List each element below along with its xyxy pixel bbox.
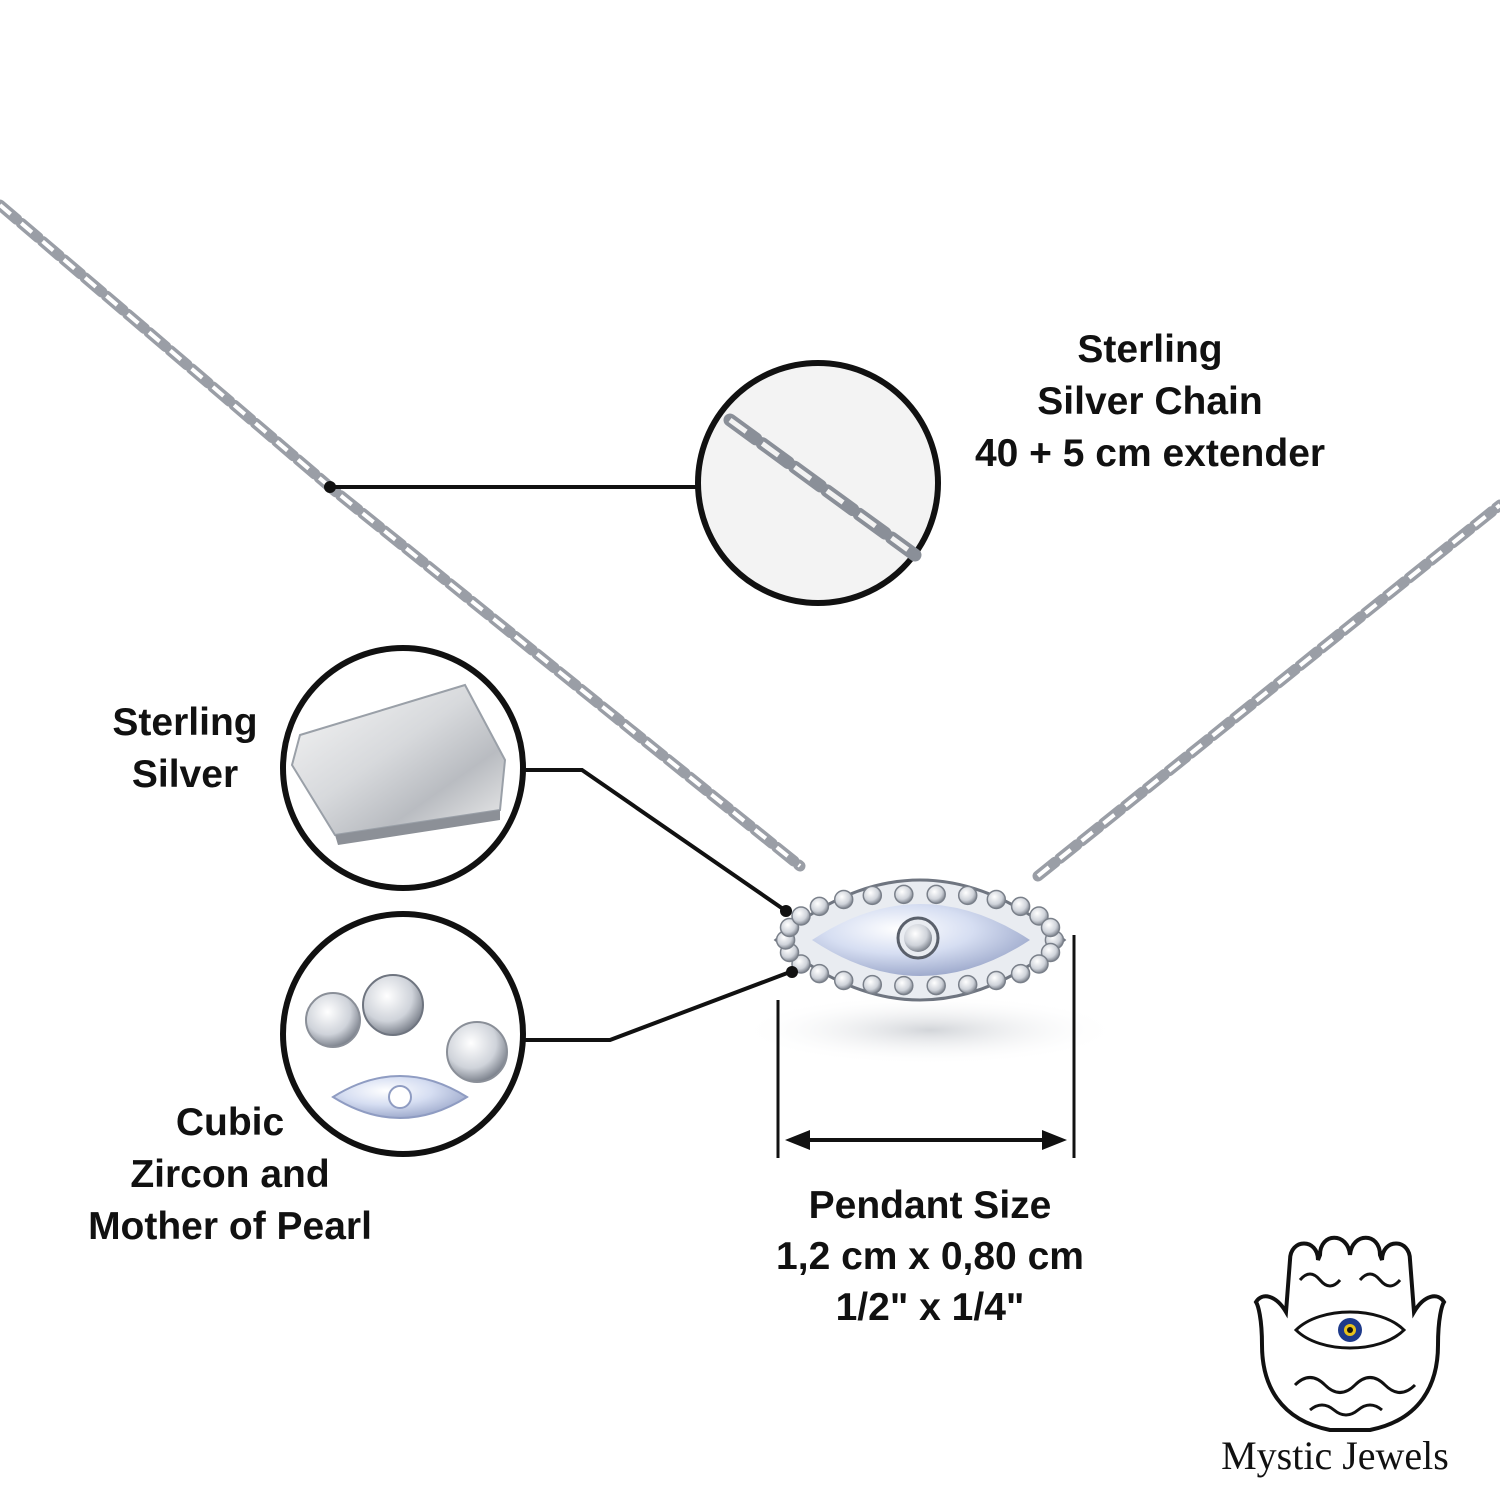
hamsa-evil-eye-icon [1253, 1235, 1447, 1432]
size-dimension [776, 935, 1076, 1158]
zircon-stone [894, 975, 914, 996]
zircon-stone [833, 889, 854, 910]
chain-label-line: Sterling [1077, 328, 1223, 371]
zircon-stone [1040, 942, 1061, 963]
zircon-stone [1010, 896, 1031, 917]
callout-stones [280, 911, 798, 1157]
callout-silver [280, 645, 792, 917]
zircon-stone [894, 884, 914, 905]
pendant-shadow [740, 995, 1120, 1065]
stones-label-line: Cubic [175, 1101, 285, 1144]
stones-label-line: Mother of Pearl [88, 1205, 372, 1248]
zircon-stone [1029, 954, 1049, 974]
stones-label: Cubic Zircon and Mother of Pearl [50, 1103, 410, 1259]
zircon-stone [862, 974, 883, 995]
chain-label-line: Silver Chain [1037, 380, 1263, 423]
zircon-stone [926, 975, 946, 996]
zircon-stone [1040, 917, 1061, 938]
zircon-stones [775, 884, 1065, 996]
zircon-stone [833, 970, 854, 991]
stones-label-line: Zircon and [130, 1153, 330, 1196]
zircon-stone [1029, 906, 1049, 926]
chain-right-strand [1032, 499, 1500, 882]
pendant-size-imperial: 1/2" x 1/4" [835, 1286, 1025, 1329]
callout-dot [786, 966, 798, 978]
logo-eye-pupil [1347, 1327, 1353, 1333]
zircon-stone [926, 884, 946, 905]
zircon-gem [446, 1021, 508, 1083]
pendant-size-title: Pendant Size [808, 1184, 1052, 1227]
callout-line [523, 768, 788, 913]
zircon-stone [791, 906, 811, 926]
zircon-stone [1010, 963, 1031, 984]
silver-label-line: Silver [131, 753, 239, 796]
zircon-stone [986, 970, 1007, 991]
chain-label-line: 40 + 5 cm extender [974, 432, 1326, 475]
zircon-gem [362, 974, 424, 1036]
pendant-size-metric: 1,2 cm x 0,80 cm [776, 1235, 1084, 1278]
pendant-size-label: Pendant Size 1,2 cm x 0,80 cm 1/2" x 1/4… [740, 1186, 1120, 1339]
silver-label-line: Sterling [112, 701, 258, 744]
callout-dot [780, 905, 792, 917]
zircon-stone [809, 963, 830, 984]
chain-label: Sterling Silver Chain 40 + 5 cm extender [940, 330, 1360, 486]
zircon-stone [957, 885, 978, 906]
silver-label: Sterling Silver [80, 703, 290, 807]
evil-eye-pendant [740, 878, 1120, 1065]
zircon-stone [986, 889, 1007, 910]
callout-chain [324, 360, 941, 606]
chain-closeup [723, 413, 922, 562]
zircon-stone [957, 974, 978, 995]
zircon-stone [809, 896, 830, 917]
callout-line [523, 970, 791, 1042]
zircon-stone [779, 917, 800, 938]
brand-name: Mystic Jewels [1221, 1433, 1449, 1478]
zircon-stone [862, 885, 883, 906]
zircon-gem [305, 992, 361, 1048]
